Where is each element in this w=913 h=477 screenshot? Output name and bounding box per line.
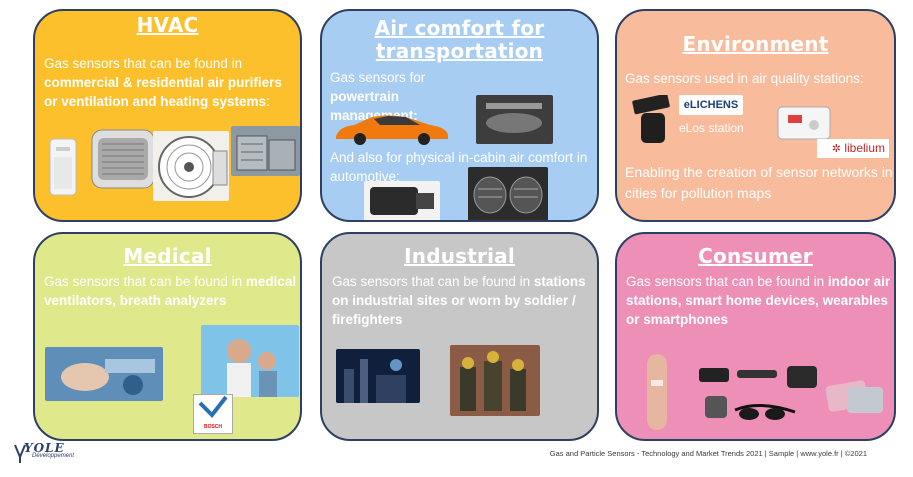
powertrain-image <box>476 95 553 144</box>
elichens-logo: eLICHENS <box>679 95 743 115</box>
air-comfort-title: Air comfort for transportation <box>374 16 545 63</box>
libelium-station-image <box>777 106 831 140</box>
bosch-device-image: BOSCH <box>193 394 233 434</box>
elos-station-image <box>632 95 670 143</box>
industrial-site-image <box>336 349 420 403</box>
heating-units-image <box>231 126 300 176</box>
environment-title: Environment <box>682 32 829 56</box>
environment-card: Environment Gas sensors used in air qual… <box>615 9 896 222</box>
footer-caption: Gas and Particle Sensors - Technology an… <box>549 449 867 458</box>
elos-station-caption: eLos station <box>679 121 744 135</box>
medical-ventilator-image <box>45 347 163 401</box>
car-image <box>336 115 448 145</box>
libelium-mark-icon: ✲ <box>831 143 841 155</box>
check-mark-icon <box>198 395 228 419</box>
breath-analyzer-photo-image <box>201 325 299 397</box>
consumer-card: Consumer Gas sensors that can be found i… <box>615 232 896 441</box>
ventilation-fan-image <box>153 131 229 201</box>
air-comfort-card: Air comfort for transportation Gas senso… <box>320 9 599 222</box>
hvac-description: Gas sensors that can be found in commerc… <box>44 56 282 109</box>
cabin-comfort-text: And also for physical in-cabin air comfo… <box>330 150 588 184</box>
wearables-image <box>699 366 817 420</box>
air-purifier-tower-image <box>49 138 77 196</box>
medical-description: Gas sensors that can be found in medical… <box>44 274 297 308</box>
air-purifier-box-image <box>91 129 155 189</box>
yole-mark-icon <box>14 444 26 463</box>
industrial-description: Gas sensors that can be found in station… <box>332 274 586 327</box>
environment-description: Gas sensors used in air quality stations… <box>625 71 864 86</box>
environment-networks-text: Enabling the creation of sensor networks… <box>625 164 893 201</box>
hvac-card: HVAC Gas sensors that can be found in co… <box>33 9 302 222</box>
libelium-logo: ✲ libelium <box>817 139 889 158</box>
medical-title: Medical <box>123 244 212 268</box>
medical-card: Medical Gas sensors that can be found in… <box>33 232 302 441</box>
air-vents-image <box>468 167 548 220</box>
industrial-card: Industrial Gas sensors that can be found… <box>320 232 599 441</box>
hvac-title: HVAC <box>136 13 199 37</box>
yole-logo: YOLE Développement <box>14 441 84 467</box>
industrial-title: Industrial <box>404 244 515 268</box>
consumer-description: Gas sensors that can be found in indoor … <box>626 274 891 327</box>
consumer-title: Consumer <box>698 244 813 268</box>
indoor-air-station-image <box>647 354 667 430</box>
cabin-sensor-module-image <box>364 181 440 220</box>
smartphones-image <box>825 380 883 413</box>
firefighters-image <box>450 345 540 416</box>
